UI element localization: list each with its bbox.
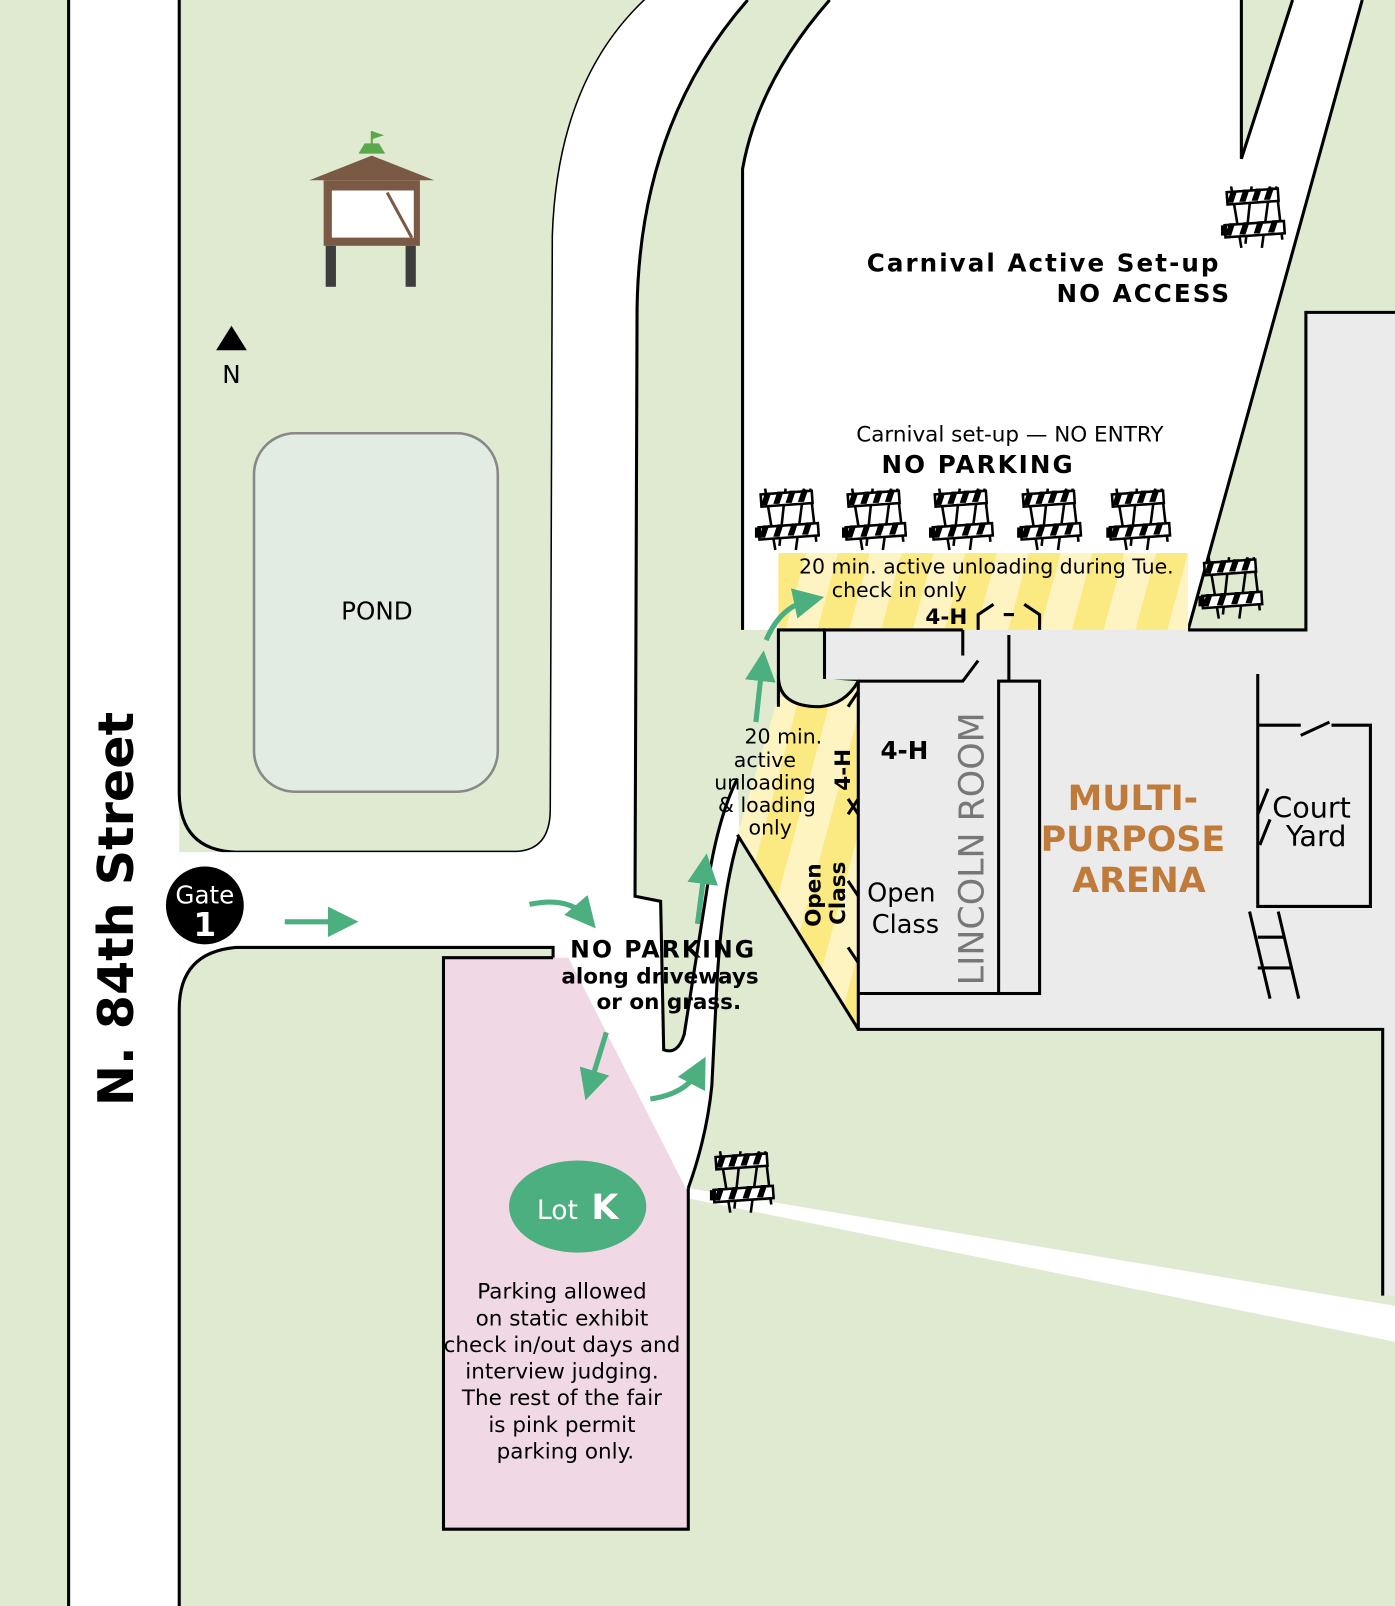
arrow-icon [649, 1056, 706, 1102]
no-parking-label: NO PARKING [882, 450, 1075, 479]
arrow-icon [745, 650, 776, 723]
lot-note: Parking allowed on static exhibit check … [444, 1280, 688, 1465]
open-class-vertical-line2: Class [826, 862, 851, 925]
lot-letter: K [591, 1188, 620, 1228]
carnival-active-line1: Carnival Active Set-up [867, 248, 1221, 277]
arrow-icon [528, 895, 596, 929]
no-parking-driveways-label: NO PARKING along driveways or on grass. [561, 936, 764, 1015]
north-label: N [222, 360, 240, 389]
lot-prefix: Lot [537, 1195, 578, 1226]
unloading-zone-top [778, 553, 1189, 630]
open-class-vertical-line1: Open [801, 863, 826, 927]
gazebo-icon [309, 131, 435, 287]
gate-label: Gate [175, 880, 234, 909]
lincoln-room-label: LINCOLN ROOM [952, 712, 992, 985]
court-yard [1256, 673, 1372, 908]
4h-room-label: 4-H [880, 736, 928, 765]
n-84th-street-road [68, 0, 180, 1606]
unloading-side-label: 20 min. active unloading & loading only [714, 725, 828, 840]
unloading-tue-line1: 20 min. active unloading during Tue. [799, 555, 1174, 579]
4h-door-label: 4-H [925, 605, 967, 630]
carnival-setup-label: Carnival set-up — NO ENTRY [856, 422, 1164, 447]
arena-label: MULTI- PURPOSE ARENA [1041, 779, 1238, 901]
arrow-icon [687, 853, 718, 925]
street-label: N. 84th Street [87, 712, 145, 1106]
arrow-icon [763, 588, 825, 642]
unloading-tue-line2: check in only [832, 578, 967, 602]
pond [252, 431, 500, 794]
carnival-active-line2: NO ACCESS [1056, 279, 1231, 308]
building [824, 312, 1395, 1296]
arrow-icon [579, 1031, 610, 1101]
open-class-room-label: Open Class [867, 878, 943, 940]
gate-number: 1 [193, 906, 216, 944]
4h-vertical-label: 4-H [831, 749, 856, 791]
svg-text:Lot K: Lot K [537, 1188, 621, 1228]
unloading-zone-side [737, 681, 859, 1030]
carnival-active-label: Carnival Active Set-up NO ACCESS [867, 248, 1231, 308]
gate-1-marker[interactable]: Gate 1 [165, 866, 244, 945]
lincoln-room-wall [997, 679, 1042, 996]
route-arrows [284, 588, 825, 1102]
door-4h-top [976, 603, 1042, 630]
lot-k-badge[interactable]: Lot K [509, 1160, 647, 1253]
carnival-area [742, 0, 1363, 630]
north-arrow-icon [216, 325, 247, 351]
court-yard-label: Court Yard [1272, 790, 1360, 853]
pond-label: POND [341, 597, 412, 626]
